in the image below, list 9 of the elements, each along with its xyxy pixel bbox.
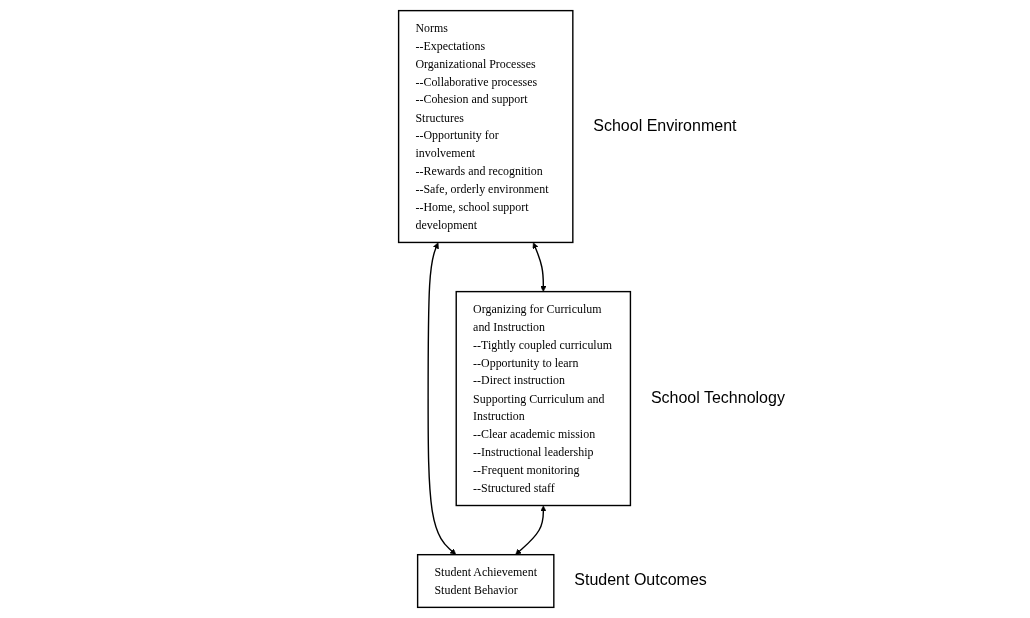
arrow	[427, 242, 457, 555]
arrow	[533, 242, 547, 292]
arrow	[515, 505, 547, 555]
node-box: Organizing for Curriculum and Instruction --Tightly coupled curriculum --Opportunity to learn --Direct instruction Supporting Curriculum and Instruction --Clear academic mission --Instructional leadership --Frequent monitoring --Structured staff	[456, 290, 632, 507]
node-box: Norms --Expectations Organizational Processes --Collaborative processes --Cohesion and support Structures --Opportunity for involvement --Rewards and recognition --Safe, orderly environment --Home, school support development	[398, 9, 574, 244]
node-caption: Student Outcomes	[574, 571, 707, 589]
node-caption: School Technology	[650, 388, 785, 407]
node-caption: School Environment	[593, 116, 737, 135]
node-box: Student Achievement Student Behavior	[417, 553, 555, 609]
